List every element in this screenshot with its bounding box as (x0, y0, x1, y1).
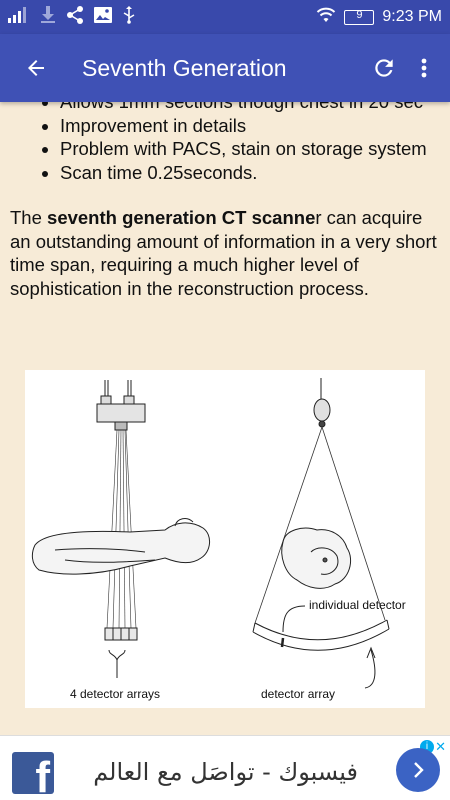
app-bar: Seventh Generation (0, 34, 450, 102)
more-vert-icon (421, 58, 427, 78)
list-item: Improvement in details (60, 114, 450, 138)
list-item: Problem with PACS, stain on storage syst… (60, 137, 450, 161)
wifi-icon (316, 7, 336, 28)
download-icon (40, 5, 56, 29)
ad-banner[interactable]: f فيسبوك - تواصَل مع العالم i ✕ (0, 735, 450, 800)
left-source (96, 380, 146, 431)
battery-icon: 9 (344, 8, 375, 25)
chevron-right-icon (414, 762, 424, 778)
label-detector-array: detector array (261, 687, 335, 701)
right-source (313, 378, 331, 428)
ad-open-button[interactable] (396, 748, 440, 792)
status-bar: 9 9:23 PM (0, 0, 450, 34)
image-icon (94, 6, 112, 28)
refresh-icon (375, 59, 393, 77)
share-icon (66, 5, 84, 29)
label-detector-arrays: 4 detector arrays (70, 687, 160, 701)
arrow-left-icon (28, 60, 44, 76)
battery-level: 9 (356, 8, 363, 21)
ad-close-icon[interactable]: ✕ (435, 739, 446, 754)
left-beams (106, 429, 137, 629)
article-content[interactable]: Allows 1mm sections though chest in 20 s… (0, 90, 450, 730)
ct-scanner-diagram: 4 detector arrays (25, 370, 425, 708)
left-detector (104, 627, 138, 678)
page-title: Seventh Generation (82, 54, 287, 81)
right-detector-arc (252, 605, 390, 689)
ad-text: فيسبوك - تواصَل مع العالم (93, 758, 358, 786)
back-button[interactable] (8, 40, 64, 96)
description-paragraph: The seventh generation CT scanner can ac… (10, 206, 440, 300)
usb-icon (122, 5, 136, 29)
signal-icon (8, 6, 30, 28)
facebook-logo-letter: f (35, 753, 50, 795)
right-fan (254, 426, 386, 624)
right-patient (281, 527, 351, 589)
facebook-logo-icon: f (12, 752, 54, 794)
list-item: Scan time 0.25seconds. (60, 161, 450, 185)
para-text: The (10, 207, 48, 228)
para-bold-text: seventh generation CT scanne (47, 207, 316, 228)
left-patient (31, 518, 210, 575)
bullet-list: Allows 1mm sections though chest in 20 s… (0, 90, 450, 184)
para-text: r can acquire an outstanding amount of i… (10, 207, 437, 299)
overflow-menu-button[interactable] (404, 48, 444, 88)
refresh-button[interactable] (364, 48, 404, 88)
clock: 9:23 PM (382, 8, 442, 25)
diagram-svg: 4 detector arrays (31, 378, 406, 701)
label-individual-detector: individual detector (309, 598, 406, 612)
